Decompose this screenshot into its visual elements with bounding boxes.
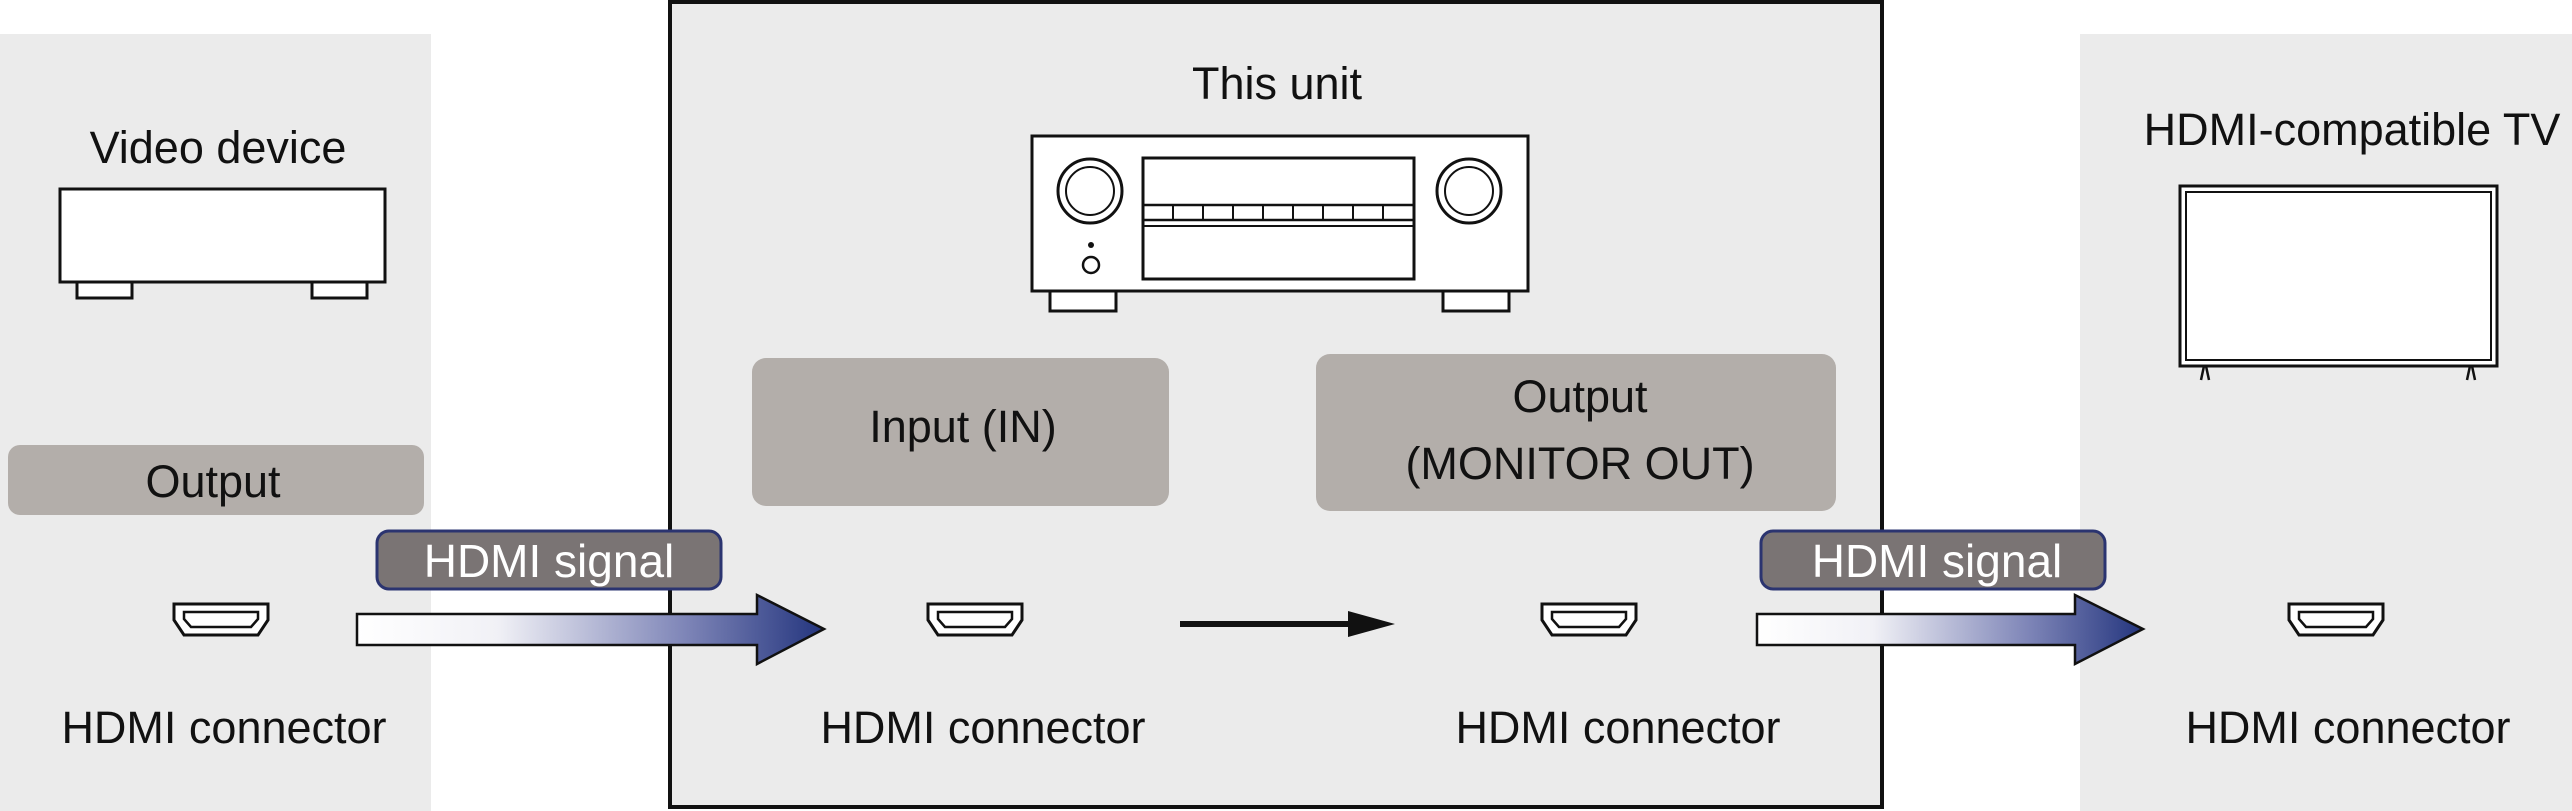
unit-output-connector-label: HDMI connector (1455, 702, 1780, 753)
tv-panel (2080, 34, 2572, 811)
source-connector-label: HDMI connector (61, 702, 386, 753)
source-output-box (8, 445, 424, 515)
left-signal-badge (375, 529, 723, 591)
tv-icon (2178, 184, 2499, 381)
internal-arrow-icon (1180, 611, 1395, 637)
source-hdmi-port-icon (172, 602, 270, 637)
tv-title: HDMI-compatible TV (2144, 104, 2561, 155)
tv-hdmi-port-icon (2287, 602, 2385, 637)
source-panel (0, 34, 431, 811)
tv-connector-label: HDMI connector (2185, 702, 2510, 753)
unit-output-label-line2: (MONITOR OUT) (1405, 438, 1754, 489)
unit-input-hdmi-port-icon (926, 602, 1024, 637)
left-signal-label: HDMI signal (424, 535, 675, 587)
right-signal-badge (1759, 529, 2107, 591)
unit-output-hdmi-port-icon (1540, 602, 1638, 637)
unit-output-box (1316, 354, 1836, 511)
av-receiver-icon (1030, 134, 1530, 313)
right-signal-label: HDMI signal (1812, 535, 2063, 587)
source-title: Video device (90, 122, 347, 173)
unit-output-label-line1: Output (1512, 371, 1648, 422)
left-signal-arrow-icon (355, 592, 827, 667)
video-device-icon (58, 187, 387, 300)
right-signal-arrow-icon (1755, 592, 2146, 667)
source-output-label: Output (145, 456, 281, 507)
unit-title: This unit (1192, 58, 1363, 109)
unit-input-label: Input (IN) (869, 401, 1057, 452)
unit-input-connector-label: HDMI connector (820, 702, 1145, 753)
unit-input-box (752, 358, 1169, 506)
